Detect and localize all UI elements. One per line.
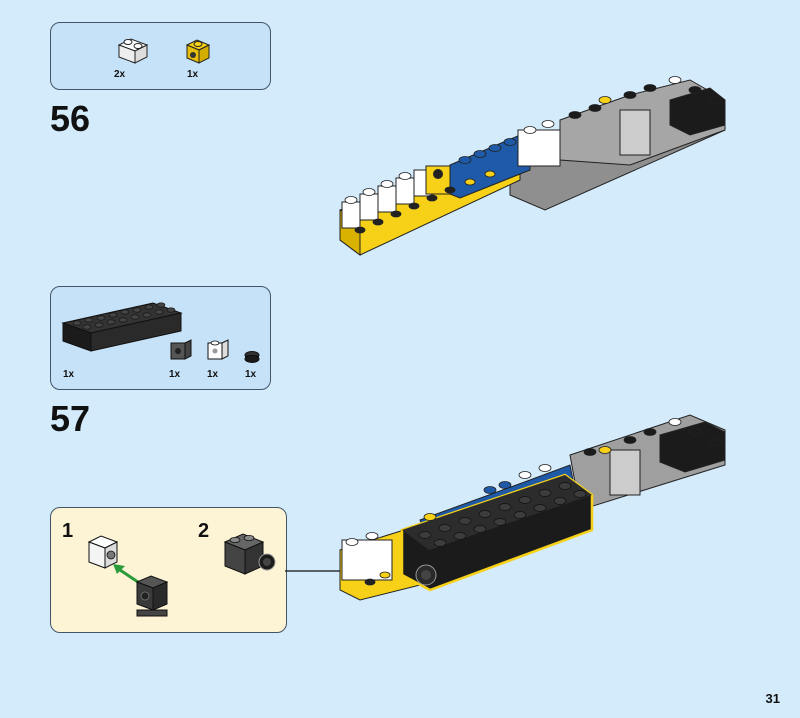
part-qty: 2x [114,69,126,80]
parts-callout-step-57: 1x 1x 1x 1x [50,286,271,390]
white-brick-icon [87,535,119,569]
black-round-tile-icon [244,351,260,363]
dark-grey-bracket-icon [135,575,169,617]
part-qty: 1x [169,369,181,380]
parts-callout-step-56: 2x 1x [50,22,271,90]
step-number: 56 [50,98,91,139]
model-assembly-step-57 [339,414,726,601]
step-number: 57 [50,398,91,439]
black-brick-1x8-icon [61,302,183,352]
substep-number: 1 [62,520,74,542]
substep-number: 2 [198,520,210,542]
white-brick-icon [207,339,229,360]
page-number: 31 [765,691,780,706]
model-assembly-step-56 [339,76,726,256]
yellow-brick-icon [185,39,211,64]
dark-grey-bracket-icon [170,339,192,360]
part-qty: 1x [245,369,257,380]
part-qty: 1x [187,69,199,80]
combined-brick-icon [223,533,276,575]
white-brick-icon [117,38,149,64]
sub-assembly-callout: 1 2 [50,507,287,633]
part-qty: 1x [207,369,219,380]
part-qty: 1x [63,369,75,380]
